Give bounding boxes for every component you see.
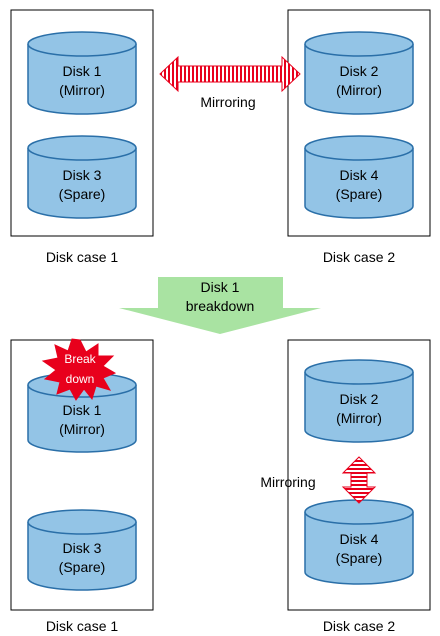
bottom-case-1-label: Disk case 1 [46, 618, 119, 634]
transition-line-2: breakdown [186, 298, 255, 314]
top-disk-4-name: Disk 4 [340, 167, 379, 183]
bottom-disk-2-name: Disk 2 [340, 391, 379, 407]
top-disk-4-role: (Spare) [336, 186, 383, 202]
top-mirroring-arrow [159, 55, 301, 93]
top-disk-2: Disk 2 (Mirror) [304, 31, 414, 115]
top-disk-1: Disk 1 (Mirror) [27, 31, 137, 115]
bottom-mirroring-arrow [341, 456, 377, 504]
top-case-2-label: Disk case 2 [323, 249, 396, 265]
bottom-disk-3-name: Disk 3 [63, 540, 102, 556]
transition-line-1: Disk 1 [201, 279, 240, 295]
bottom-disk-2: Disk 2 (Mirror) [304, 359, 414, 443]
top-mirroring-label: Mirroring [200, 94, 255, 110]
bottom-disk-3: Disk 3 (Spare) [27, 509, 137, 591]
burst-line-1: Break [64, 352, 96, 366]
top-disk-2-role: (Mirror) [336, 82, 382, 98]
bottom-disk-2-role: (Mirror) [336, 410, 382, 426]
top-disk-1-role: (Mirror) [59, 82, 105, 98]
burst-line-2: down [66, 372, 95, 386]
bottom-disk-4-role: (Spare) [336, 550, 383, 566]
bottom-disk-3-role: (Spare) [59, 559, 106, 575]
top-disk-3-role: (Spare) [59, 186, 106, 202]
bottom-disk-4: Disk 4 (Spare) [304, 499, 414, 585]
top-disk-4: Disk 4 (Spare) [304, 135, 414, 219]
top-disk-2-name: Disk 2 [340, 63, 379, 79]
bottom-disk-4-name: Disk 4 [340, 531, 379, 547]
bottom-case-2-label: Disk case 2 [323, 618, 396, 634]
breakdown-burst-icon: Break down [41, 338, 117, 401]
top-disk-3: Disk 3 (Spare) [27, 135, 137, 219]
bottom-disk-1-role: (Mirror) [59, 421, 105, 437]
bottom-mirroring-label: Mirroring [260, 474, 315, 490]
top-disk-3-name: Disk 3 [63, 167, 102, 183]
bottom-disk-1-name: Disk 1 [63, 402, 102, 418]
top-case-1-label: Disk case 1 [46, 249, 119, 265]
top-disk-1-name: Disk 1 [63, 63, 102, 79]
breakdown-transition-arrow [119, 277, 321, 334]
